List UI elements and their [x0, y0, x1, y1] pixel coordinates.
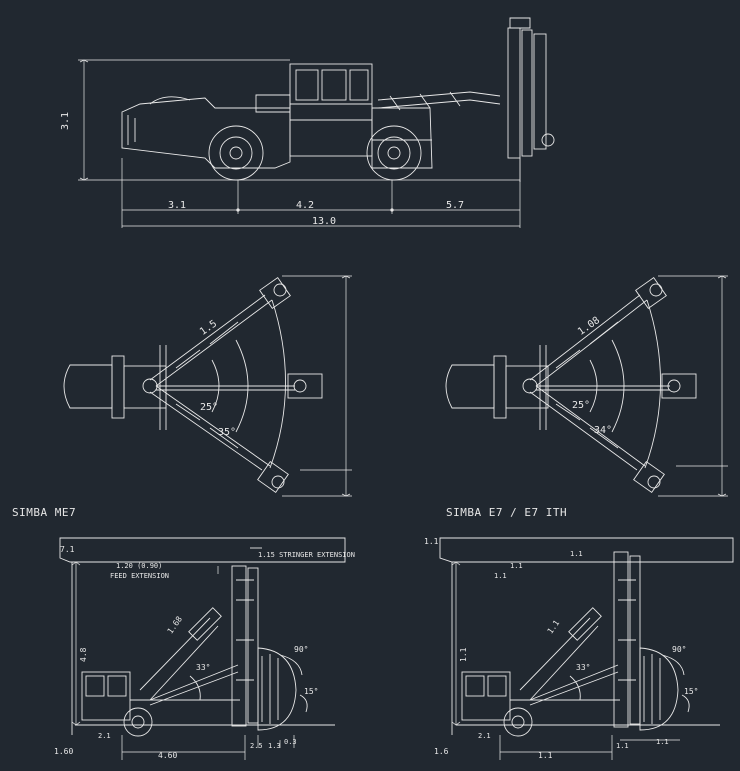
bl-boom-label: 1.68 — [166, 614, 185, 635]
top-view-left-dimensions — [282, 275, 352, 497]
tl-boom-label: 1.5 — [198, 318, 219, 337]
caption-simba-e7: SIMBA E7 / E7 ITH — [446, 506, 568, 519]
br-angle-b: 90° — [672, 645, 686, 654]
bl-feed-ext: 1.20 (0.90) — [116, 562, 162, 570]
side-view-machine — [121, 17, 555, 182]
side-seg-mid: 4.2 — [296, 200, 314, 211]
bl-feed-ext-text: FEED EXTENSION — [110, 572, 169, 580]
bl-height-label: 4.8 — [79, 647, 88, 662]
top-view-right-dimensions — [658, 275, 728, 497]
br-small-mid: 1.1 — [616, 742, 629, 750]
br-base-dim: 1.1 — [538, 751, 553, 760]
side-height-label: 3.1 — [60, 112, 71, 130]
br-ground-left: 1.6 — [434, 747, 449, 756]
br-boom-label: 1.1 — [546, 618, 562, 635]
front-view-right-dimensions — [451, 561, 680, 760]
br-roof-label: 1.1 — [424, 537, 439, 546]
bl-small-right: 1.3 — [268, 742, 281, 750]
br-angle-c: 15° — [684, 687, 698, 696]
tl-angle-lower: 35° — [218, 427, 236, 438]
br-sub-label: 1.1 — [494, 572, 507, 580]
front-view-left — [59, 537, 346, 737]
bl-base-dim: 4.60 — [158, 751, 177, 760]
br-height-label: 1.1 — [459, 647, 468, 662]
side-total: 13.0 — [312, 216, 336, 227]
br-ext-label: 1.1 — [510, 562, 523, 570]
br-small-right: 1.1 — [656, 738, 669, 746]
tr-angle-center: 25° — [572, 400, 590, 411]
front-view-right — [439, 537, 734, 737]
bl-angle-b: 90° — [294, 645, 308, 654]
side-view-dimensions — [78, 59, 521, 228]
top-view-right — [445, 277, 697, 493]
bl-angle-a: 33° — [196, 663, 210, 672]
bl-small-mid: 2.5 — [250, 742, 263, 750]
bl-roof-label: 7.1 — [60, 545, 75, 554]
bl-ground-left: 1.60 — [54, 747, 73, 756]
tl-angle-center: 25° — [200, 402, 218, 413]
tr-angle-lower: 34° — [594, 425, 612, 436]
bl-small-far: 0.3 — [284, 738, 297, 746]
side-seg-right: 5.7 — [446, 200, 464, 211]
caption-simba-me7: SIMBA ME7 — [12, 506, 77, 519]
br-angle-a: 33° — [576, 663, 590, 672]
front-view-left-dimensions — [71, 561, 295, 760]
top-view-left — [63, 277, 323, 493]
bl-stinger-ext: 1.15 STRINGER EXTENSION — [258, 551, 355, 559]
br-small-left: 2.1 — [478, 732, 491, 740]
bl-angle-c: 15° — [304, 687, 318, 696]
bl-small-left: 2.1 — [98, 732, 111, 740]
br-top-label: 1.1 — [570, 550, 583, 558]
side-seg-left: 3.1 — [168, 200, 186, 211]
